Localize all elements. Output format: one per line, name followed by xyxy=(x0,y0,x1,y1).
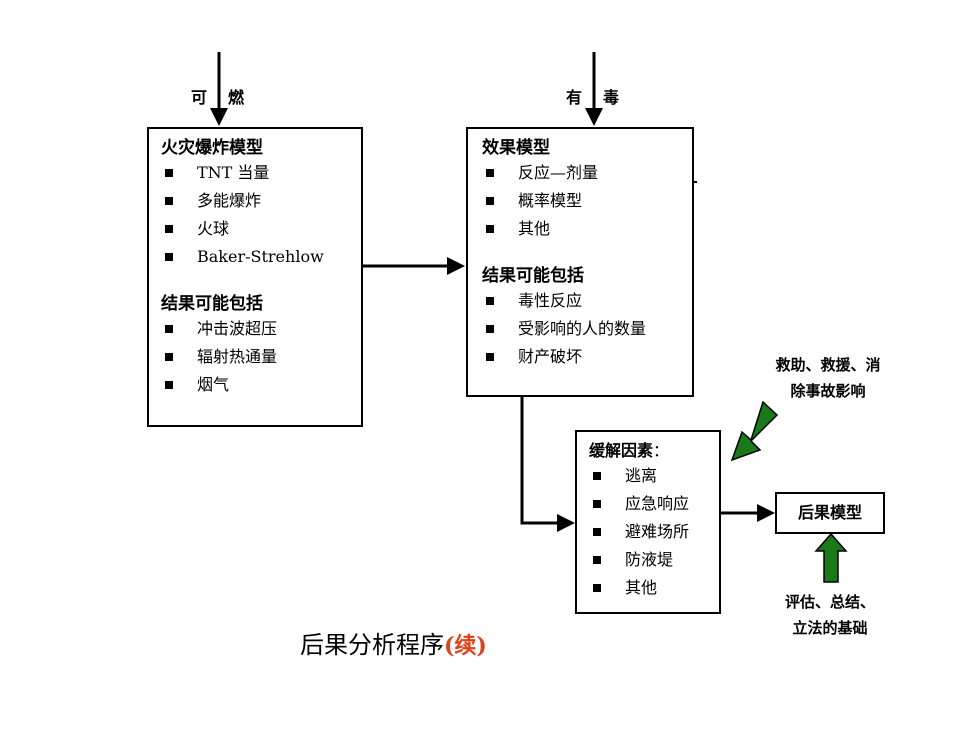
bullet-icon xyxy=(165,353,173,361)
mitigation-factors-box: 缓解因素： 逃离 应急响应 避难场所 防液堤 其他 xyxy=(575,430,721,614)
fire-explosion-model-box: 火灾爆炸模型 TNT 当量 多能爆炸 火球 Baker-Strehlow 结果可… xyxy=(147,127,363,427)
mitigation-to-consequence-arrowhead xyxy=(757,504,775,522)
list-item: 其他 xyxy=(589,574,707,602)
effect-to-mitigation-arrowhead xyxy=(557,514,575,532)
caption-main: 后果分析程序 xyxy=(300,631,444,659)
toxic-label-1: 有 xyxy=(566,88,583,107)
bullet-icon xyxy=(165,197,173,205)
rescue-green-arrow xyxy=(730,400,779,462)
evaluation-green-arrow xyxy=(814,532,848,583)
list-item: 火球 xyxy=(161,215,349,243)
bullet-icon xyxy=(593,472,601,480)
effect-model-box: 效果模型 反应—剂量 概率模型 其他 结果可能包括 毒性反应 受影响的人的数量 … xyxy=(466,127,694,397)
consequence-model-box: 后果模型 xyxy=(775,492,885,534)
bullet-icon xyxy=(165,381,173,389)
effect-box-title: 效果模型 xyxy=(482,138,550,158)
list-item: 概率模型 xyxy=(482,187,678,215)
list-item: 多能爆炸 xyxy=(161,187,349,215)
effect-to-mitigation-arrow xyxy=(520,397,560,525)
caption: 后果分析程序(续) xyxy=(300,625,487,660)
bullet-icon xyxy=(165,253,173,261)
list-item: 其他 xyxy=(482,215,678,243)
fire-box-title: 火灾爆炸模型 xyxy=(161,138,263,158)
list-item: TNT 当量 xyxy=(161,159,349,187)
mitigation-box-title: 缓解因素： xyxy=(589,441,670,460)
list-item: 冲击波超压 xyxy=(161,315,349,343)
bullet-icon xyxy=(486,225,494,233)
toxic-label-2: 毒 xyxy=(603,88,620,107)
list-item: 烟气 xyxy=(161,371,349,399)
consequence-box-title: 后果模型 xyxy=(797,503,862,522)
flammable-label-1: 可 xyxy=(191,88,208,107)
bullet-icon xyxy=(593,500,601,508)
bullet-icon xyxy=(486,197,494,205)
bullet-icon xyxy=(165,169,173,177)
list-item: 反应—剂量 xyxy=(482,159,678,187)
bullet-icon xyxy=(486,297,494,305)
bullet-icon xyxy=(593,584,601,592)
list-item: 受影响的人的数量 xyxy=(482,315,678,343)
list-item: 逃离 xyxy=(589,462,707,490)
bullet-icon xyxy=(486,353,494,361)
effect-results-title: 结果可能包括 xyxy=(482,266,584,286)
fire-to-effect-arrowhead xyxy=(447,257,465,275)
caption-suffix: (续) xyxy=(444,633,487,659)
bullet-icon xyxy=(165,225,173,233)
list-item: 应急响应 xyxy=(589,490,707,518)
rescue-label: 救助、救援、消 除事故影响 xyxy=(775,356,881,400)
bullet-icon xyxy=(593,556,601,564)
list-item: 财产破坏 xyxy=(482,343,678,371)
flammable-arrowhead xyxy=(210,108,228,126)
flammable-label-2: 燃 xyxy=(228,88,245,107)
list-item: 毒性反应 xyxy=(482,287,678,315)
fire-results-title: 结果可能包括 xyxy=(161,294,263,314)
bullet-icon xyxy=(593,528,601,536)
bullet-icon xyxy=(486,325,494,333)
list-item: 防液堤 xyxy=(589,546,707,574)
bullet-icon xyxy=(165,325,173,333)
bullet-icon xyxy=(486,169,494,177)
list-item: Baker-Strehlow xyxy=(161,243,349,271)
list-item: 辐射热通量 xyxy=(161,343,349,371)
toxic-arrowhead xyxy=(585,108,603,126)
list-item: 避难场所 xyxy=(589,518,707,546)
evaluation-label: 评估、总结、 立法的基础 xyxy=(784,593,875,637)
